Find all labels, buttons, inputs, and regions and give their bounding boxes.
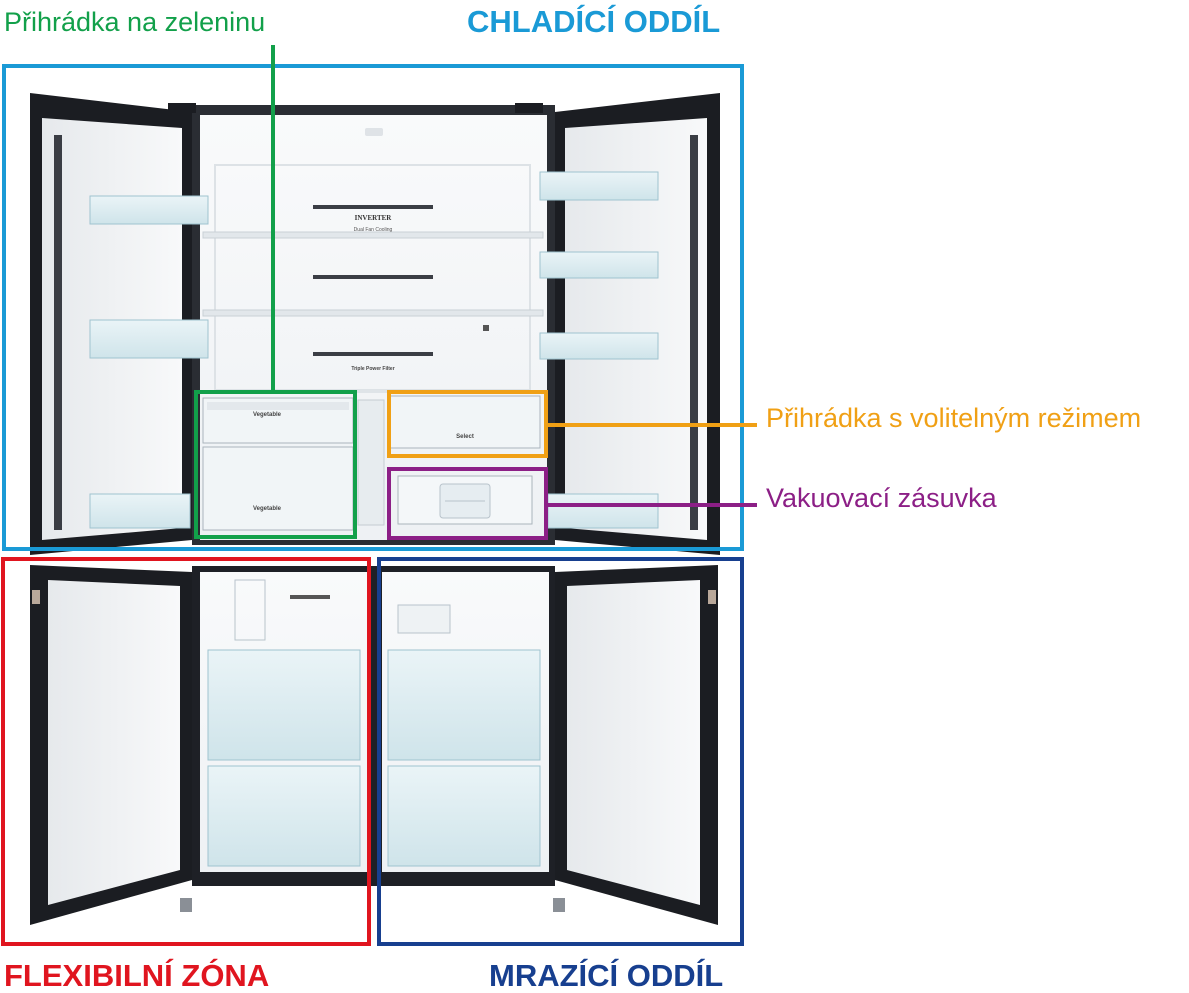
vegetable-compartment-label: Přihrádka na zeleninu [4,7,266,37]
flexible-zone-outline [1,557,371,946]
fridge-lower-section [30,565,718,925]
select-drawer-label: Select [456,434,474,440]
flex-zone-drawer [207,765,361,867]
door-bin [539,171,659,201]
door-bin [89,195,209,225]
fridge-compartment-outline [2,64,744,551]
vegetable-drawer-upper-label: Vegetable [253,412,282,418]
freezer-compartment-label: MRAZÍCÍ ODDÍL [489,958,724,993]
door-bin [89,319,209,359]
door-bin [547,493,659,529]
vegetable-compartment-outline [194,390,357,539]
select-mode-compartment-label: Přihrádka s volitelným režimem [766,403,1142,433]
flexible-zone-label: FLEXIBILNÍ ZÓNA [4,958,270,993]
vacuum-drawer-label: Vakuovací zásuvka [766,483,997,513]
fridge-upper-section: INVERTER Dual Fan Cooling Triple Power F… [30,93,720,555]
freezer-compartment-outline [377,557,744,946]
flex-zone-drawer [207,649,361,761]
shelf [202,309,544,317]
inverter-logo: INVERTER [355,214,393,222]
door-bin [89,493,191,529]
filter-label: Triple Power Filter [351,366,394,372]
freezer-drawer [387,649,541,761]
freezer-drawer [387,765,541,867]
select-mode-drawer [389,395,541,449]
shelf [202,231,544,239]
door-bin [539,332,659,360]
door-bin [539,251,659,279]
inverter-subtitle: Dual Fan Cooling [354,227,393,233]
vegetable-drawer-lower [202,446,354,531]
vegetable-drawer-lower-label: Vegetable [253,506,282,512]
fridge-compartment-label: CHLADÍCÍ ODDÍL [467,4,721,39]
